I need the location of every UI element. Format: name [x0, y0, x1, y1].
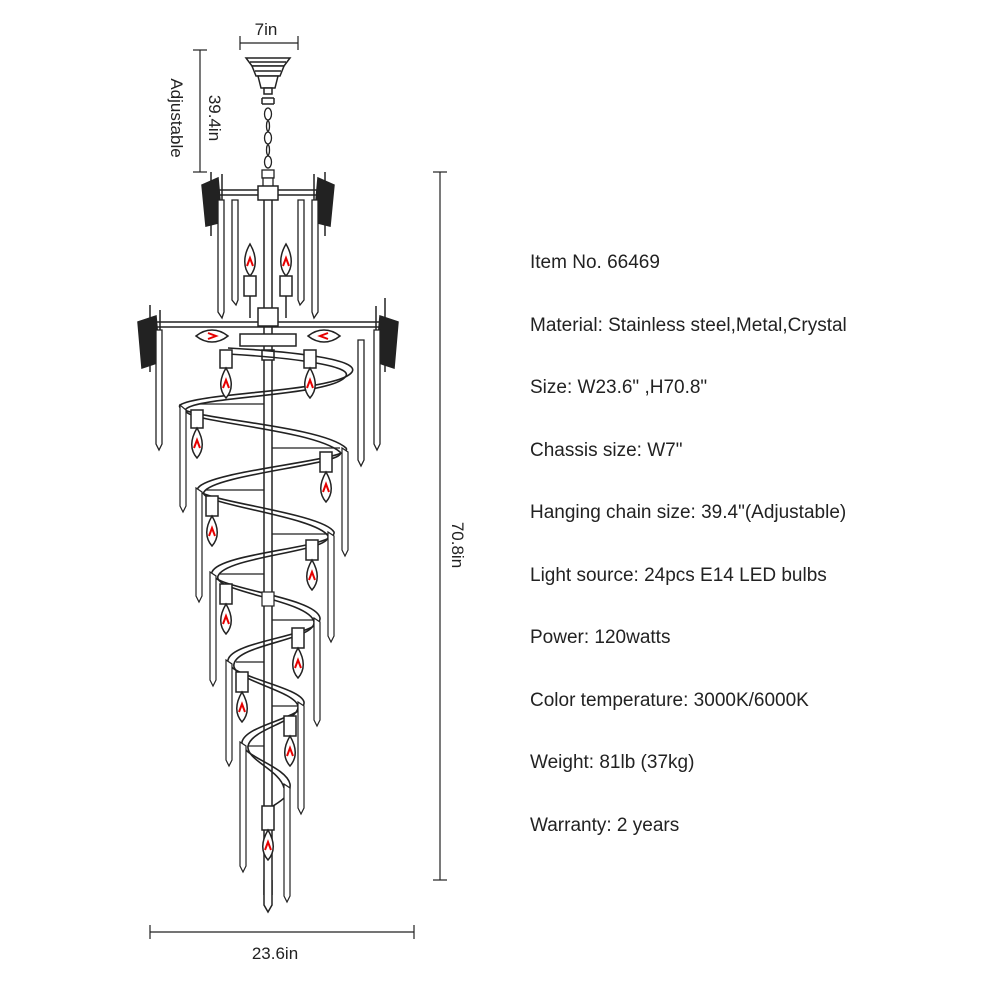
- bulb-icon: [283, 715, 297, 768]
- upper-ring: [207, 185, 330, 201]
- bulb-icon: [235, 671, 249, 724]
- upper-crystal-prisms: [217, 199, 319, 320]
- total-height-dimension: [433, 171, 447, 881]
- middle-ring-bulbs: [194, 329, 342, 343]
- bulb-icon: [261, 805, 275, 862]
- spiral-bulbs: [190, 349, 333, 862]
- total-width-dimension: [149, 925, 415, 939]
- spec-chassis-size: Chassis size: W7": [530, 439, 683, 461]
- middle-ring: [150, 307, 385, 361]
- spiral-ribbon: [179, 347, 354, 813]
- hanging-chain: [261, 107, 275, 189]
- spec-color-temperature: Color temperature: 3000K/6000K: [530, 689, 809, 711]
- spiral-support-arms: [200, 403, 340, 747]
- top-tier-bulbs: [243, 242, 293, 318]
- bulb-icon: [243, 242, 257, 318]
- bulb-icon: [219, 349, 233, 400]
- middle-crystal-cluster-right: [375, 298, 399, 376]
- chain-adjustable-label: Adjustable: [167, 78, 186, 157]
- chassis-width-label: 7in: [255, 20, 278, 39]
- spec-warranty: Warranty: 2 years: [530, 814, 680, 836]
- spec-chain-size: Hanging chain size: 39.4"(Adjustable): [530, 502, 847, 523]
- middle-crystal-prisms: [155, 329, 381, 468]
- bulb-icon: [279, 242, 293, 318]
- bulb-icon: [205, 495, 219, 548]
- chain-length-dimension: [193, 49, 207, 173]
- spec-material: Material: Stainless steel,Metal,Crystal: [530, 314, 847, 336]
- chassis-width-dimension: [239, 36, 299, 50]
- spec-size: Size: W23.6" ,H70.8": [530, 377, 708, 398]
- bottom-finial: [263, 880, 273, 914]
- bulb-icon: [219, 583, 233, 636]
- bulb-icon: [319, 451, 333, 504]
- spec-list: Item No. 66469 Material: Stainless steel…: [530, 245, 980, 870]
- bulb-icon: [291, 627, 305, 680]
- bulb-icon: [303, 349, 317, 400]
- spec-item-number: Item No. 66469: [530, 252, 660, 273]
- total-width-label: 23.6in: [252, 944, 298, 963]
- total-height-label: 70.8in: [448, 522, 467, 568]
- bulb-icon: [305, 539, 319, 592]
- spec-light-source: Light source: 24pcs E14 LED bulbs: [530, 564, 827, 586]
- spec-power: Power: 120watts: [530, 627, 671, 648]
- chain-length-label: 39.4in: [205, 95, 224, 141]
- bulb-icon: [190, 409, 204, 460]
- spiral-crystal-prisms: [179, 403, 349, 904]
- spec-weight: Weight: 81lb (37kg): [530, 752, 695, 773]
- chandelier-illustration: [137, 57, 399, 914]
- ceiling-canopy: [244, 57, 292, 105]
